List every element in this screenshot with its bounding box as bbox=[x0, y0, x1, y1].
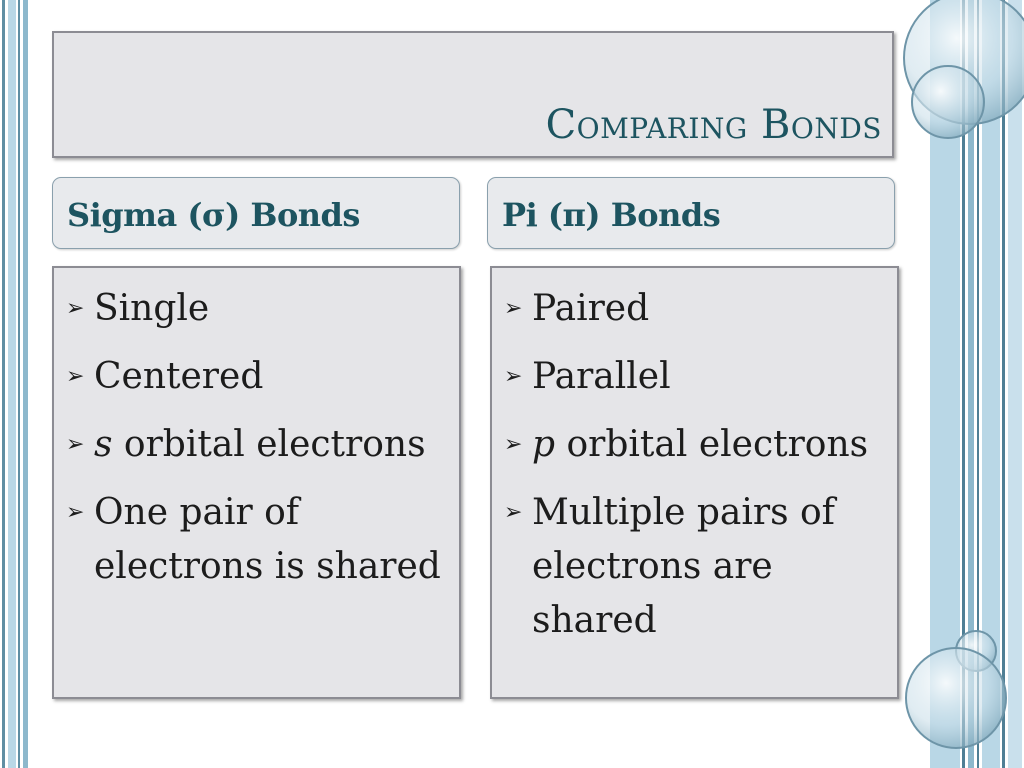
chevron-right-icon: ➢ bbox=[66, 296, 85, 321]
list-item: ➢Single bbox=[66, 282, 451, 336]
sigma-bonds-header: Sigma (σ) Bonds bbox=[52, 177, 460, 249]
pi-bonds-list: ➢Paired ➢Parallel ➢p orbital electrons ➢… bbox=[504, 282, 889, 662]
chevron-right-icon: ➢ bbox=[66, 500, 85, 525]
chevron-right-icon: ➢ bbox=[504, 296, 523, 321]
bubble-icon bbox=[905, 647, 1007, 749]
left-stripe-decoration bbox=[0, 0, 32, 768]
chevron-right-icon: ➢ bbox=[66, 364, 85, 389]
sigma-bonds-list: ➢Single ➢Centered ➢s orbital electrons ➢… bbox=[66, 282, 451, 608]
list-item: ➢One pair of electrons is shared bbox=[66, 486, 451, 594]
sigma-bonds-header-text: Sigma (σ) Bonds bbox=[67, 196, 360, 234]
chevron-right-icon: ➢ bbox=[504, 364, 523, 389]
list-item: ➢p orbital electrons bbox=[504, 418, 889, 472]
list-item: ➢Parallel bbox=[504, 350, 889, 404]
list-item: ➢Centered bbox=[66, 350, 451, 404]
bubble-icon bbox=[911, 65, 985, 139]
slide-title: Comparing Bonds bbox=[545, 102, 882, 148]
chevron-right-icon: ➢ bbox=[504, 500, 523, 525]
list-item: ➢Multiple pairs of electrons are shared bbox=[504, 486, 889, 648]
list-item: ➢s orbital electrons bbox=[66, 418, 451, 472]
pi-bonds-header: Pi (π) Bonds bbox=[487, 177, 895, 249]
sigma-bonds-list-panel: ➢Single ➢Centered ➢s orbital electrons ➢… bbox=[52, 266, 461, 699]
chevron-right-icon: ➢ bbox=[66, 432, 85, 457]
list-item: ➢Paired bbox=[504, 282, 889, 336]
bubble-decoration bbox=[903, 0, 1024, 749]
chevron-right-icon: ➢ bbox=[504, 432, 523, 457]
title-box: Comparing Bonds bbox=[52, 31, 894, 158]
pi-bonds-header-text: Pi (π) Bonds bbox=[502, 196, 721, 234]
pi-bonds-list-panel: ➢Paired ➢Parallel ➢p orbital electrons ➢… bbox=[490, 266, 899, 699]
